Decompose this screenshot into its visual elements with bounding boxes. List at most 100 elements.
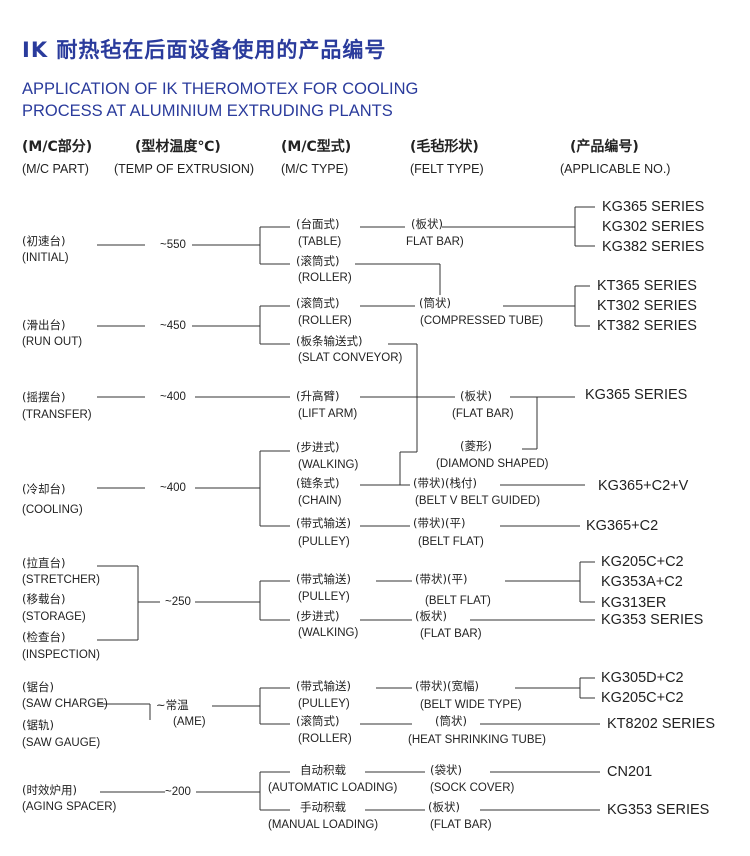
part-runout-zh: (滑出台) [22, 318, 66, 332]
product-kg382-series: KG382 SERIES [602, 239, 705, 255]
product-kg365-c2: KG365+C2 [586, 518, 659, 534]
type-pulley3-zh: (带式输送) [296, 679, 351, 693]
type-chain-en: (CHAIN) [298, 495, 342, 507]
felt-beltflat2-en: (BELT FLAT) [425, 595, 491, 607]
temp-stretcher: ~250 [165, 596, 191, 608]
type-lift-zh: (升高臂) [296, 389, 340, 403]
header-felt-en: (FELT TYPE) [410, 162, 484, 176]
header-type-en: (M/C TYPE) [281, 162, 349, 176]
type-manual-zh: 手动积载 [300, 800, 346, 814]
felt-flatbar1-en: FLAT BAR) [406, 236, 464, 248]
part-cooling-zh: (冷却台) [22, 482, 66, 496]
part-sawcharge-zh: (锯台) [22, 680, 54, 694]
type-roller3-en: (ROLLER) [298, 733, 352, 745]
felt-beltflat1-en: (BELT FLAT) [418, 536, 484, 548]
felt-heat-en: (HEAT SHRINKING TUBE) [408, 734, 547, 746]
product-kg365-series: KG365 SERIES [602, 199, 705, 215]
part-sawcharge-en: (SAW CHARGE) [22, 698, 108, 710]
felt-beltflat1-zh: (带状)(平) [413, 516, 466, 530]
header-part-en: (M/C PART) [22, 162, 89, 176]
felt-diamond-en: (DIAMOND SHAPED) [436, 458, 549, 470]
type-pulley1-zh: (带式输送) [296, 516, 351, 530]
felt-comp-zh: (筒状) [419, 296, 451, 310]
type-auto-en: (AUTOMATIC LOADING) [268, 782, 398, 794]
header-part-zh: (M/C部分) [22, 139, 93, 155]
felt-beltwide-zh: (带状)(宽幅) [415, 679, 479, 693]
part-runout-en: (RUN OUT) [22, 336, 83, 348]
type-pulley3-en: (PULLEY) [298, 698, 350, 710]
temp-aging: ~200 [165, 786, 191, 798]
part-aging-en: (AGING SPACER) [22, 801, 117, 813]
type-roller3-zh: (滚筒式) [296, 714, 340, 728]
part-initial-en: (INITIAL) [22, 252, 69, 264]
felt-beltv-zh: (带状)(栈付) [413, 476, 477, 490]
product-cn201: CN201 [607, 764, 653, 780]
felt-flatbar3-en: (FLAT BAR) [420, 628, 482, 640]
type-walking2-zh: (步进式) [296, 609, 340, 623]
type-pulley1-en: (PULLEY) [298, 536, 350, 548]
product-kt8202-series: KT8202 SERIES [607, 716, 715, 732]
type-roller2-en: (ROLLER) [298, 315, 352, 327]
type-lift-en: (LIFT ARM) [298, 408, 358, 420]
type-pulley2-zh: (带式输送) [296, 572, 351, 586]
temp-initial: ~550 [160, 239, 186, 251]
product-kg353-series-aging: KG353 SERIES [607, 802, 710, 818]
part-sawgauge-zh: (锯轨) [22, 718, 54, 732]
product-kg353a-c2: KG353A+C2 [601, 574, 683, 590]
temp-transfer: ~400 [160, 391, 186, 403]
felt-flatbar4-zh: (板状) [428, 800, 460, 814]
temp-runout: ~450 [160, 320, 186, 332]
temp-cooling: ~400 [160, 482, 186, 494]
felt-beltflat2-zh: (带状)(平) [415, 572, 468, 586]
felt-beltwide-en: (BELT WIDE TYPE) [420, 699, 522, 711]
type-table-zh: (台面式) [296, 217, 340, 231]
type-chain-zh: (链条式) [296, 476, 340, 490]
product-kt365-series: KT365 SERIES [597, 278, 697, 294]
part-stretcher-zh: (拉直台) [22, 556, 66, 570]
header-type-zh: (M/C型式) [281, 139, 352, 155]
product-kg302-series: KG302 SERIES [602, 219, 705, 235]
felt-sock-en: (SOCK COVER) [430, 782, 515, 794]
type-roller1-zh: (滚筒式) [296, 254, 340, 268]
product-kg365-series-transfer: KG365 SERIES [585, 387, 688, 403]
header-no-en: (APPLICABLE NO.) [560, 162, 671, 176]
type-manual-en: (MANUAL LOADING) [268, 819, 379, 831]
type-roller1-en: (ROLLER) [298, 272, 352, 284]
type-auto-zh: 自动积载 [300, 763, 346, 777]
product-kg305d-c2: KG305D+C2 [601, 670, 684, 686]
part-sawgauge-en: (SAW GAUGE) [22, 737, 101, 749]
header-felt-zh: (毛毡形状) [410, 139, 479, 155]
type-walking1-zh: (步进式) [296, 440, 340, 454]
type-walking2-en: (WALKING) [298, 627, 359, 639]
part-storage-zh: (移载台) [22, 592, 66, 606]
felt-flatbar2-zh: (板状) [460, 389, 492, 403]
header-no-zh: (产品编号) [570, 139, 639, 155]
part-transfer-en: (TRANSFER) [22, 409, 92, 421]
type-table-en: (TABLE) [298, 236, 342, 248]
felt-beltv-en: (BELT V BELT GUIDED) [415, 495, 541, 507]
part-inspection-zh: (检查台) [22, 630, 66, 644]
felt-heat-zh: (筒状) [435, 714, 467, 728]
header-temp-en: (TEMP OF EXTRUSION) [114, 162, 255, 176]
temp-saw-zh: ~常温 [156, 698, 189, 712]
subtitle-line-1: APPLICATION OF IK THEROMOTEX FOR COOLING [22, 80, 419, 98]
subtitle-line-2: PROCESS AT ALUMINIUM EXTRUDING PLANTS [22, 102, 393, 120]
type-slat-zh: (板条输送式) [296, 334, 363, 348]
product-kg313er: KG313ER [601, 595, 667, 611]
type-slat-en: (SLAT CONVEYOR) [298, 352, 403, 364]
page-title: IK 耐热毡在后面设备使用的产品编号 [22, 38, 387, 62]
product-kg205c-c2: KG205C+C2 [601, 554, 684, 570]
part-inspection-en: (INSPECTION) [22, 649, 100, 661]
felt-flatbar4-en: (FLAT BAR) [430, 819, 492, 831]
product-kt302-series: KT302 SERIES [597, 298, 697, 314]
product-kg365-c2-v: KG365+C2+V [598, 478, 689, 494]
felt-comp-en: (COMPRESSED TUBE) [420, 315, 544, 327]
product-kt382-series: KT382 SERIES [597, 318, 697, 334]
part-initial-zh: (初速台) [22, 234, 66, 248]
temp-saw-en: (AME) [173, 716, 206, 728]
part-stretcher-en: (STRETCHER) [22, 574, 100, 586]
felt-flatbar1-zh: (板状) [411, 217, 443, 231]
product-kg205c-c2-saw: KG205C+C2 [601, 690, 684, 706]
part-cooling-en: (COOLING) [22, 504, 83, 516]
